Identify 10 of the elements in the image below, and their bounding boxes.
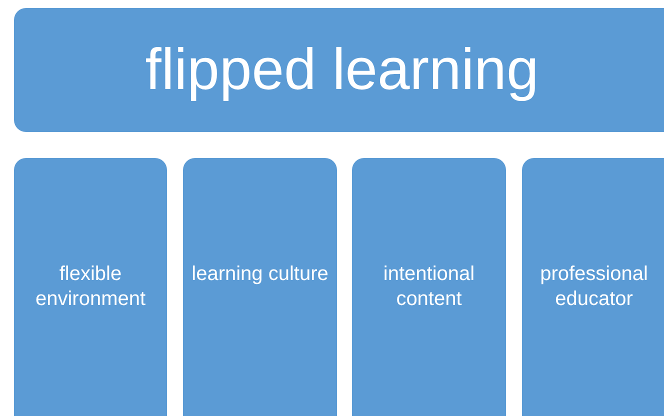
category-card [352, 158, 506, 416]
category-card [183, 158, 337, 416]
card-label: professional educator [539, 262, 649, 312]
card-label: learning culture [192, 262, 328, 287]
card-label: flexible environment [34, 262, 147, 312]
heading-text: flipped learning [145, 36, 539, 104]
card-label: intentional content [382, 262, 476, 312]
heading-banner [14, 8, 664, 132]
category-card [522, 158, 664, 416]
category-card [14, 158, 167, 416]
